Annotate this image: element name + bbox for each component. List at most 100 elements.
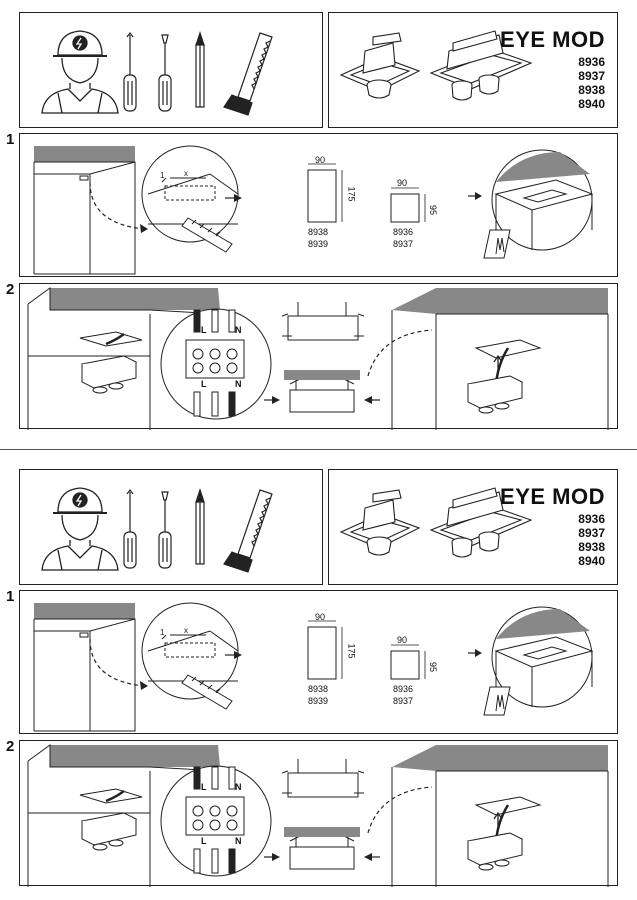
single-downlight-icon bbox=[339, 489, 421, 556]
step2-illustration bbox=[27, 744, 609, 887]
step1-illustration: 1 x bbox=[33, 602, 594, 732]
pencil-icon bbox=[195, 31, 205, 108]
step-number: 1 bbox=[6, 131, 15, 148]
step-number: 1 bbox=[6, 588, 15, 605]
terminal-label-N: N bbox=[235, 379, 242, 389]
product-codes: 8936 8937 8938 8940 bbox=[578, 55, 605, 111]
square-width-label: 90 bbox=[397, 635, 408, 645]
product-code: 8936 bbox=[578, 55, 605, 69]
terminal-block-magnifier bbox=[160, 308, 272, 420]
page-divider bbox=[0, 449, 637, 450]
tools-panel bbox=[19, 469, 323, 585]
product-code: 8938 bbox=[578, 83, 605, 97]
terminal-block-magnifier bbox=[160, 765, 272, 877]
flat-screwdriver-icon bbox=[158, 34, 172, 112]
ceiling-room-illustration bbox=[33, 603, 136, 732]
instruction-sheet-top: EYE MOD 8936 8937 8938 8940 1 bbox=[0, 0, 637, 440]
product-codes: 8936 8937 8938 8940 bbox=[578, 512, 605, 568]
rect-height-label: 175 bbox=[346, 186, 357, 202]
product-code: 8937 bbox=[578, 526, 605, 540]
product-title: EYE MOD bbox=[500, 27, 605, 52]
single-downlight-icon bbox=[339, 32, 421, 99]
rect-width-label: 90 bbox=[315, 155, 326, 165]
rect-cutout-shape bbox=[307, 626, 337, 680]
product-illustration bbox=[339, 487, 533, 558]
electrician-icon bbox=[41, 487, 119, 571]
dashed-arrow bbox=[89, 638, 146, 687]
terminal-label-N: N bbox=[235, 836, 242, 846]
luminaire-side-view bbox=[281, 759, 365, 870]
square-height-label: 95 bbox=[428, 661, 439, 673]
cutout-magnifier bbox=[483, 606, 594, 716]
magnifier-cutout-detail: 1 x bbox=[141, 602, 239, 710]
rect-cutout-codes: 8938 8939 bbox=[308, 226, 328, 250]
phillips-screwdriver-icon bbox=[123, 32, 137, 112]
cutout-code: 8937 bbox=[393, 239, 414, 249]
magnifier-cutout-detail: 1 x bbox=[141, 145, 239, 253]
step1-panel: 1 x 90 175 893 bbox=[19, 590, 618, 734]
saw-icon bbox=[223, 489, 273, 573]
cutout-code: 8939 bbox=[308, 239, 329, 249]
step-number: 2 bbox=[6, 281, 15, 298]
rect-cutout-shape bbox=[307, 169, 337, 223]
ceiling-room-illustration bbox=[33, 146, 136, 275]
step1-panel: 1 x 90 175 bbox=[19, 133, 618, 277]
square-width-label: 90 bbox=[397, 178, 408, 188]
product-code: 8940 bbox=[578, 97, 605, 111]
double-downlight-icon bbox=[429, 487, 533, 558]
installed-luminaire-illustration bbox=[391, 288, 609, 430]
product-panel: EYE MOD 8936 8937 8938 8940 bbox=[328, 469, 618, 585]
square-cutout-codes: 8936 8937 bbox=[393, 226, 413, 250]
step2-illustration bbox=[27, 287, 609, 430]
rect-width-label: 90 bbox=[315, 612, 326, 622]
tools-panel bbox=[19, 12, 323, 128]
cutout-code: 8938 bbox=[308, 227, 329, 237]
step-number: 2 bbox=[6, 738, 15, 755]
product-code: 8937 bbox=[578, 69, 605, 83]
rect-cutout-codes: 8938 8939 bbox=[308, 683, 328, 707]
tools-illustration bbox=[41, 30, 273, 116]
dashed-arrow bbox=[367, 329, 433, 377]
svg-text:x: x bbox=[184, 626, 188, 635]
instruction-sheet-bottom: EYE MOD 8936 8937 8938 8940 1 bbox=[0, 457, 637, 897]
rect-height-label: 175 bbox=[346, 643, 357, 659]
product-code: 8938 bbox=[578, 540, 605, 554]
step2-panel: L N L N bbox=[19, 283, 618, 430]
luminaire-side-view bbox=[281, 302, 365, 413]
svg-text:x: x bbox=[184, 169, 188, 178]
square-cutout-shape bbox=[390, 193, 420, 223]
cutout-code: 8939 bbox=[308, 696, 329, 706]
cutout-code: 8936 bbox=[393, 684, 414, 694]
product-code: 8940 bbox=[578, 554, 605, 568]
flat-screwdriver-icon bbox=[158, 491, 172, 569]
product-code: 8936 bbox=[578, 512, 605, 526]
cutout-code: 8938 bbox=[308, 684, 329, 694]
installed-luminaire-illustration bbox=[391, 745, 609, 887]
dashed-arrow bbox=[89, 181, 146, 230]
square-cutout-codes: 8936 8937 bbox=[393, 683, 413, 707]
electrician-icon bbox=[41, 30, 119, 114]
phillips-screwdriver-icon bbox=[123, 489, 137, 569]
terminal-label-L: L bbox=[201, 782, 207, 792]
step2-panel: L N L N bbox=[19, 740, 618, 887]
terminal-label-L: L bbox=[201, 325, 207, 335]
ceiling-wiring-illustration bbox=[27, 287, 221, 430]
pencil-icon bbox=[195, 488, 205, 565]
terminal-label-N: N bbox=[235, 782, 242, 792]
cutout-magnifier bbox=[483, 149, 594, 259]
terminal-label-L: L bbox=[201, 836, 207, 846]
tools-illustration bbox=[41, 487, 273, 573]
terminal-label-L: L bbox=[201, 379, 207, 389]
dashed-arrow bbox=[367, 786, 433, 834]
double-downlight-icon bbox=[429, 30, 533, 101]
step1-illustration: 1 x bbox=[33, 145, 594, 275]
terminal-label-N: N bbox=[235, 325, 242, 335]
cutout-code: 8936 bbox=[393, 227, 414, 237]
square-cutout-shape bbox=[390, 650, 420, 680]
saw-icon bbox=[223, 32, 273, 116]
product-illustration bbox=[339, 30, 533, 101]
product-panel: EYE MOD 8936 8937 8938 8940 bbox=[328, 12, 618, 128]
svg-text:1: 1 bbox=[160, 628, 165, 637]
ceiling-wiring-illustration bbox=[27, 744, 221, 887]
square-height-label: 95 bbox=[428, 204, 439, 216]
